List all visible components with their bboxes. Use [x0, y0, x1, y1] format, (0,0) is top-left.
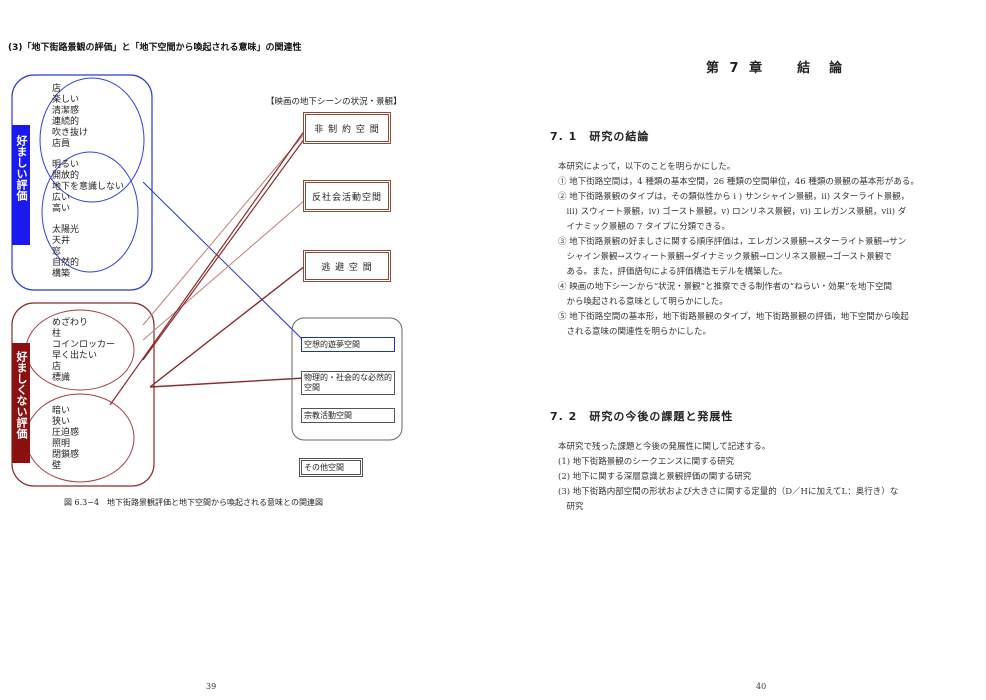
scene-box-antisocial: 反社会活動空間 — [303, 180, 391, 212]
term: 地下を意識しない — [52, 182, 125, 192]
scene-box-label: 非 制 約 空 間 — [314, 124, 380, 135]
list-item: ある。また，評価語句による評価構造モデルを構築した。 — [558, 267, 788, 277]
meaning-box-physical: 物理的・社会的な必然的空間 — [301, 371, 395, 395]
term: 暗い — [52, 406, 71, 416]
unpreferred-label-text: 好ましくない評価 — [15, 351, 28, 439]
term: 早く出たい — [52, 351, 98, 361]
page-number: 39 — [206, 682, 217, 691]
list-item: シャイン景観→スウィート景観→ダイナミック景観→ロンリネス景観→ゴースト景観で — [558, 252, 892, 262]
preferred-ellipse-1 — [39, 77, 145, 203]
list-item: ⑤ 地下街路空間の基本形，地下街路景観のタイプ，地下街路景観の評価，地下空間から… — [558, 312, 909, 322]
term: 店員 — [52, 139, 71, 149]
meaning-box-label: 宗教活動空間 — [304, 411, 352, 420]
preferred-terms-list: 店 楽しい 清潔感 連続的 吹き抜け 店員 明るい 開放的 地下を意識しない 広… — [52, 84, 124, 280]
term: 清潔感 — [52, 106, 80, 116]
term: 太陽光 — [52, 225, 80, 235]
meaning-box-fantasy: 空想的遊夢空間 — [301, 337, 395, 352]
future-work-body: 本研究で残った課題と今後の発展性に関して記述する。 (1) 地下街路景観のシーク… — [558, 440, 978, 515]
meaning-box-label: 空想的遊夢空間 — [304, 340, 360, 349]
link-unpreferred-to-physical — [149, 377, 306, 388]
term: 柱 — [52, 329, 62, 339]
list-item: ④ 映画の地下シーンから“状況・景観”と推察できる制作者の“ねらい・効果”を地下… — [558, 282, 892, 292]
meaning-box-religious: 宗教活動空間 — [301, 408, 395, 423]
list-item: ⅲ) スウィート景観，ⅳ) ゴースト景観，ⅴ) ロンリネス景観，ⅵ) エレガンス… — [558, 207, 907, 217]
chapter-title: 第 7 章 結 論 — [706, 61, 846, 76]
preferred-evaluation-label: 好ましい評価 — [12, 125, 30, 245]
term: 照明 — [52, 439, 71, 449]
term: 吹き抜け — [52, 128, 89, 138]
term: 開放的 — [52, 171, 80, 181]
term: 店 — [52, 362, 62, 372]
section-title: (3)「地下街路景観の評価」と「地下空間から喚起される意味」の関連性 — [8, 43, 302, 53]
link-preferred-to-fantasy — [142, 181, 304, 341]
term: 楽しい — [52, 95, 80, 105]
list-item: (2) 地下に関する深層意識と景観評価の関する研究 — [558, 472, 752, 482]
list-item: される意味の関連性を明らかにした。 — [558, 327, 712, 337]
unpreferred-terms-list: めざわり 柱 コインロッカー 早く出たい 店 標識 暗い 狭い 圧迫感 照明 閉… — [52, 318, 115, 472]
unpreferred-evaluation-label: 好ましくない評価 — [12, 343, 30, 463]
term: 閉鎖感 — [52, 450, 80, 460]
meaning-group-frame — [291, 317, 403, 441]
right-page: 第 7 章 結 論 7. 1 研究の結論 本研究によって，以下のことを明らかにし… — [493, 0, 986, 700]
term: 店 — [52, 84, 62, 94]
term: 圧迫感 — [52, 428, 80, 438]
link-unpreferred-to-unrestricted — [142, 132, 306, 326]
term: 高い — [52, 204, 71, 214]
scene-box-escape: 逃 避 空 間 — [303, 250, 391, 282]
list-item: ③ 地下街路景観の好ましさに関する順序評価は，エレガンス景観→スターライト景観→… — [558, 237, 907, 247]
list-item: (3) 地下街路内部空間の形状および大きさに関する定量的（D／Hに加えてL：奥行… — [558, 487, 899, 497]
figure-header: 【映画の地下シーンの状況・景観】 — [266, 97, 402, 107]
list-item: ② 地下街路景観のタイプは，その類似性から i ) サンシャイン景観，ⅱ) スタ… — [558, 192, 910, 202]
term: 標識 — [52, 373, 71, 383]
link-unpreferred-to-escape — [149, 265, 306, 388]
figure-caption: 図 6.3−4 地下街路景観評価と地下空間から喚起される意味との関連図 — [64, 498, 323, 507]
term: 自然的 — [52, 258, 80, 268]
term: 天井 — [52, 236, 71, 246]
list-item: (1) 地下街路景観のシークエンスに関する研究 — [558, 457, 735, 467]
term: 構築 — [52, 269, 71, 279]
relation-diagram-lines — [11, 74, 403, 487]
meaning-box-other: その他空間 — [299, 458, 363, 477]
preferred-ellipse-2 — [41, 151, 139, 273]
list-item: ① 地下街路空間は，4 種類の基本空間，26 種類の空間単位，46 種類の景観の… — [558, 177, 919, 187]
list-item: 研究 — [558, 502, 584, 512]
conclusion-body: 本研究によって，以下のことを明らかにした。 ① 地下街路空間は，4 種類の基本空… — [558, 160, 978, 340]
paragraph: 本研究によって，以下のことを明らかにした。 — [558, 162, 736, 172]
term: 壁 — [52, 461, 62, 471]
section-heading-future-work: 7. 2 研究の今後の課題と発展性 — [550, 410, 734, 423]
meaning-box-label: その他空間 — [304, 463, 344, 472]
page-number: 40 — [756, 682, 767, 691]
link-unpreferred-to-antisocial — [142, 199, 306, 341]
term: 連続的 — [52, 117, 80, 127]
list-item: から喚起される意味として明らかにした。 — [558, 297, 728, 307]
link-unpreferred-to-unrestricted-2 — [142, 137, 306, 361]
term: めざわり — [52, 318, 89, 328]
paragraph: 本研究で残った課題と今後の発展性に関して記述する。 — [558, 442, 771, 452]
term: 窓 — [52, 247, 62, 257]
list-item: イナミック景観の 7 タイプに分類できる。 — [558, 222, 730, 232]
scene-box-label: 反社会活動空間 — [311, 192, 382, 203]
scene-box-label: 逃 避 空 間 — [321, 262, 373, 273]
link-dark-to-unrestricted — [109, 129, 306, 406]
meaning-box-label: 物理的・社会的な必然的空間 — [304, 373, 392, 392]
section-heading-conclusion: 7. 1 研究の結論 — [550, 130, 650, 143]
left-page: (3)「地下街路景観の評価」と「地下空間から喚起される意味」の関連性 好ましい評… — [8, 43, 403, 691]
term: コインロッカー — [52, 340, 116, 350]
term: 広い — [52, 193, 71, 203]
preferred-label-text: 好ましい評価 — [15, 135, 28, 201]
scene-box-unrestricted: 非 制 約 空 間 — [303, 112, 391, 144]
term: 明るい — [52, 160, 80, 170]
term: 狭い — [52, 417, 71, 427]
